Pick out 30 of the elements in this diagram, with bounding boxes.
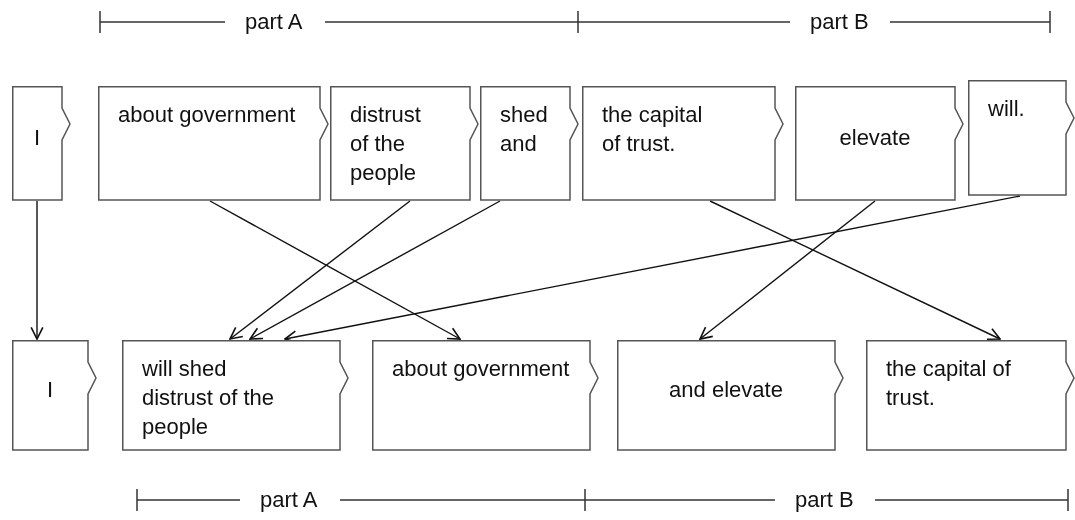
box-text: will. [988, 95, 1026, 123]
box-text: about government [392, 355, 571, 383]
box-text: and elevate [668, 376, 784, 404]
word-box [122, 340, 349, 451]
word-box [372, 340, 599, 451]
word-box [795, 86, 964, 201]
box-text: about government [118, 101, 297, 129]
box-text: the capital of trust. [602, 101, 704, 158]
word-box [330, 86, 479, 201]
arrow [30, 200, 44, 340]
word-box [12, 86, 71, 201]
box-text: will shed distrust of the people [142, 355, 276, 441]
box-text: I [45, 376, 55, 404]
arrow [709, 200, 1001, 341]
arrow [229, 200, 411, 340]
arrow [249, 200, 501, 340]
word-box [12, 340, 97, 451]
word-box [582, 86, 784, 201]
word-box [480, 86, 579, 201]
word-box [968, 80, 1075, 196]
box-text: I [32, 124, 42, 152]
box-text: the capital of trust. [886, 355, 1012, 412]
box-text: distrust of the people [350, 101, 422, 187]
box-text: elevate [838, 124, 912, 152]
arrow [209, 200, 461, 340]
word-box [617, 340, 844, 451]
arrow [699, 200, 876, 340]
word-box [98, 86, 329, 201]
box-text: shed and [500, 101, 549, 158]
word-box [866, 340, 1075, 451]
